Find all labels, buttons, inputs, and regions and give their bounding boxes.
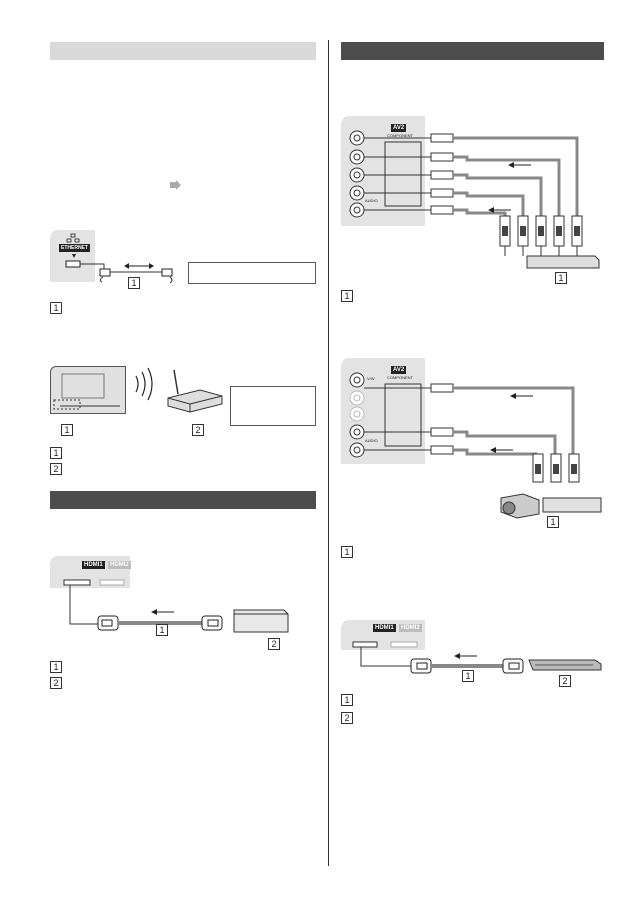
reference-arrow-icon <box>170 180 181 190</box>
hdmi-cable-left <box>63 579 289 633</box>
callout-2-wireless: 2 <box>192 424 204 436</box>
wireless-diagram: 1 2 <box>50 364 320 436</box>
legend-1-av-composite: 1 <box>341 546 353 558</box>
ethernet-cable <box>65 254 173 284</box>
av-composite-diagram: AV2 COMPONENT V/W AUDIO <box>341 358 606 528</box>
legend-1: 1 <box>50 302 62 314</box>
callout-1-av-composite: 1 <box>547 516 559 528</box>
tv-panel-ethernet <box>50 230 95 282</box>
hdmi-diagram-left: HDMI1 HDMI2 1 2 <box>50 556 320 651</box>
callout-1-av-component: 1 <box>555 272 567 284</box>
internet-box <box>188 262 316 284</box>
component-label-composite: COMPONENT <box>387 375 413 380</box>
legend-1-av-component: 1 <box>341 290 353 302</box>
legend-1-hdmi-right: 1 <box>341 694 353 706</box>
av-component-diagram: AV2 COMPONENT AUDIO <box>341 116 606 286</box>
column-divider <box>328 40 329 866</box>
legend-2-wireless: 2 <box>50 463 62 475</box>
ethernet-diagram: ETHERNET 1 <box>50 230 320 290</box>
callout-1-hdmi-right: 1 <box>462 670 474 682</box>
tv-rear-details <box>53 367 223 413</box>
ethernet-port-label: ETHERNET <box>59 244 90 252</box>
audio-label-composite: AUDIO <box>365 438 378 443</box>
hdmi-cable-right <box>352 641 602 674</box>
callout-1-wireless: 1 <box>61 424 73 436</box>
legend-1-hdmi-left: 1 <box>50 661 62 673</box>
video-label: V/W <box>367 376 375 381</box>
legend-1-wireless: 1 <box>50 447 62 459</box>
legend-2-hdmi-right: 2 <box>341 712 353 724</box>
composite-cables <box>349 372 602 519</box>
av2-label: AV2 <box>391 124 407 132</box>
callout-2-hdmi-left: 2 <box>268 638 280 650</box>
hdmi2-label-right: HDMI2 <box>399 624 422 632</box>
callout-1-ethernet: 1 <box>128 277 140 289</box>
network-icon <box>66 233 80 243</box>
hdmi1-label-right: HDMI1 <box>373 624 396 632</box>
internet-box-wireless <box>230 386 316 426</box>
hdmi1-label: HDMI1 <box>82 561 105 569</box>
hdmi-diagram-right: HDMI1 HDMI2 1 2 <box>341 620 606 690</box>
av2-label-composite: AV2 <box>391 366 407 374</box>
callout-1-hdmi-left: 1 <box>156 624 168 636</box>
section-header-network <box>50 42 316 60</box>
callout-2-hdmi-right: 2 <box>559 675 571 687</box>
section-header-hdmi-left <box>50 491 316 509</box>
hdmi2-label: HDMI2 <box>108 561 131 569</box>
component-cables <box>349 130 600 269</box>
component-label: COMPONENT <box>387 133 413 138</box>
section-header-av <box>341 42 604 60</box>
audio-label: AUDIO <box>365 198 378 203</box>
legend-2-hdmi-left: 2 <box>50 677 62 689</box>
